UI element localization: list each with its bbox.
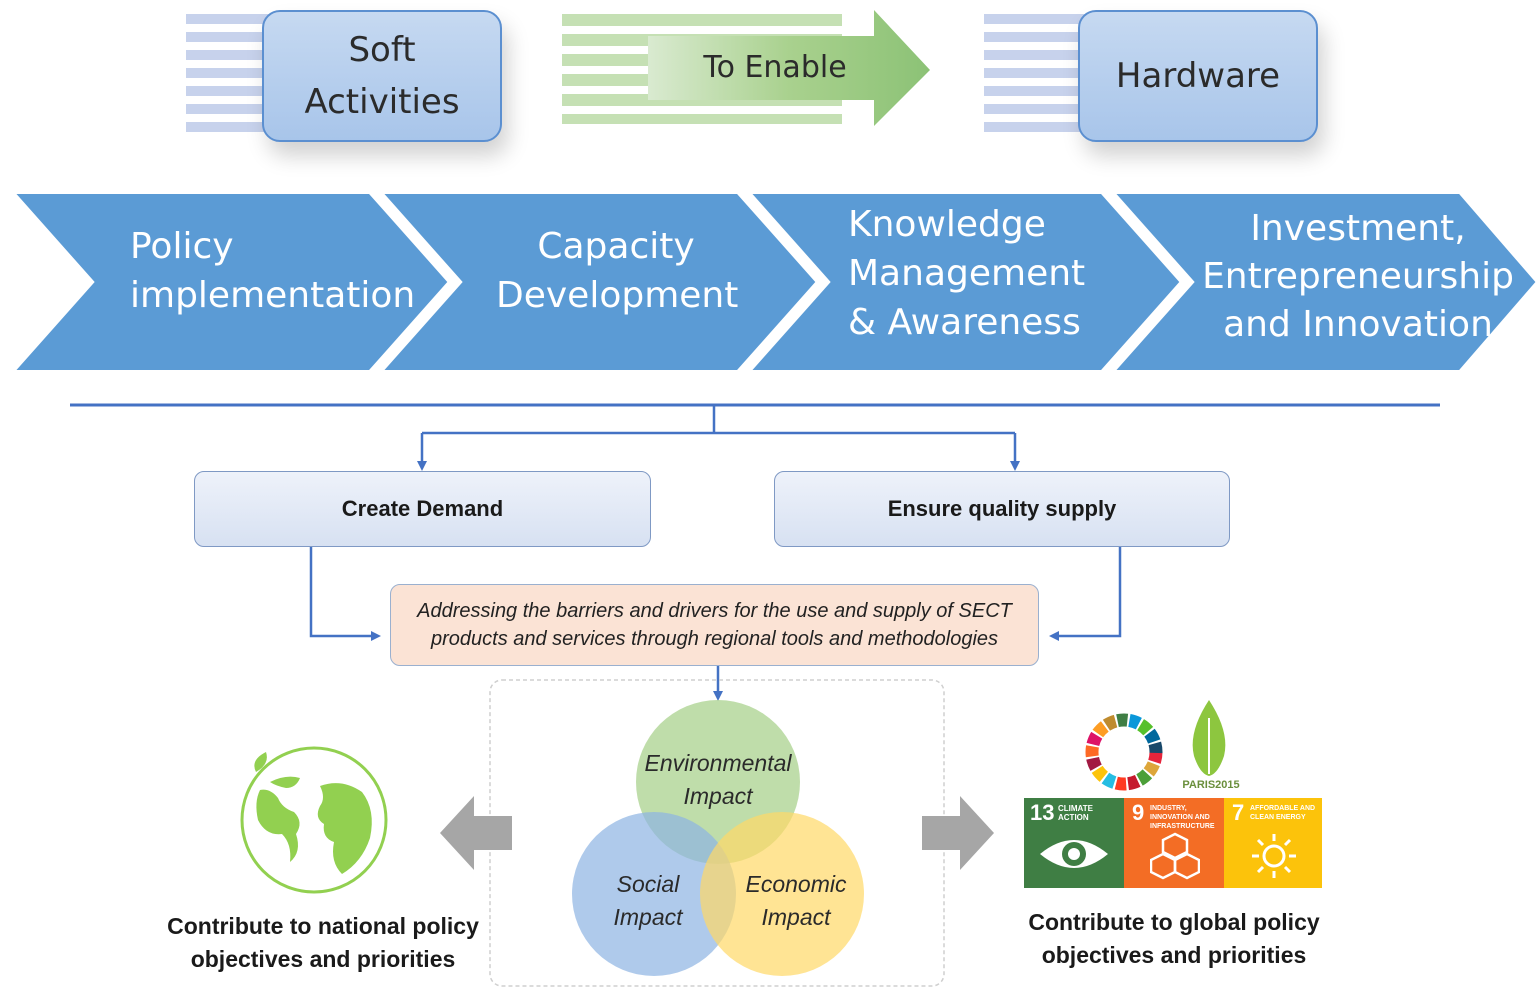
chevron-knowledge-label: Knowledge Management & Awareness <box>848 204 1086 343</box>
national-caption: Contribute to national policy objectives… <box>167 913 479 972</box>
social-circle <box>572 812 736 976</box>
green-globe-icon <box>240 746 388 894</box>
create-demand-box: Create Demand <box>194 471 651 547</box>
sdg13-label: CLIMATE ACTION <box>1058 804 1093 822</box>
paris-leaf-icon <box>1192 700 1226 776</box>
sdg9-label: INDUSTRY, INNOVATION AND INFRASTRUCTURE <box>1150 805 1215 830</box>
economic-circle <box>700 812 864 976</box>
chevron-knowledge <box>743 190 1185 374</box>
ensure-supply-label: Ensure quality supply <box>887 496 1117 521</box>
eye-icon <box>1040 840 1108 868</box>
sdg7-tile: 7 AFFORDABLE AND CLEAN ENERGY <box>1224 798 1322 888</box>
impact-venn <box>572 700 864 976</box>
sdg-wheel-icon <box>1085 713 1163 791</box>
ensure-supply-box: Ensure quality supply <box>774 471 1230 547</box>
grey-right-arrow <box>922 796 994 870</box>
sdg7-number: 7 <box>1232 800 1245 825</box>
soft-activities-stripes <box>186 14 276 138</box>
chevron-capacity <box>375 190 821 374</box>
chevron-policy-label: Policy implementation <box>130 226 416 316</box>
hardware-label: Hardware <box>1115 56 1281 96</box>
environmental-label: Environmental Impact <box>644 750 792 809</box>
paris-label: PARIS2015 <box>1182 779 1240 791</box>
to-enable-label: To Enable <box>703 50 847 85</box>
cubes-icon <box>1150 832 1200 880</box>
addressing-box: Addressing the barriers and drivers for … <box>390 584 1039 666</box>
economic-label: Economic Impact <box>745 871 847 930</box>
sdg9-tile: 9 INDUSTRY, INNOVATION AND INFRASTRUCTUR… <box>1124 798 1224 888</box>
chevron-investment <box>1107 190 1540 374</box>
sdg9-number: 9 <box>1132 800 1145 825</box>
hardware-stripes <box>984 14 1094 138</box>
to-enable-arrow <box>648 10 930 126</box>
soft-activities-label: Soft Activities <box>304 30 460 122</box>
soft-activities-box: Soft Activities <box>262 10 502 142</box>
create-demand-label: Create Demand <box>341 496 504 521</box>
chevron-process <box>7 190 1540 374</box>
hardware-box: Hardware <box>1078 10 1318 142</box>
global-caption: Contribute to global policy objectives a… <box>1028 909 1320 968</box>
grey-left-arrow <box>440 796 512 870</box>
sun-icon <box>1252 834 1296 878</box>
addressing-label: Addressing the barriers and drivers for … <box>417 600 1012 650</box>
sdg7-label: AFFORDABLE AND CLEAN ENERGY <box>1250 805 1316 821</box>
chevron-capacity-label: Capacity Development <box>496 226 739 316</box>
chevron-policy <box>7 190 453 374</box>
social-label: Social Impact <box>613 871 683 930</box>
sdg13-tile: 13 CLIMATE ACTION <box>1024 798 1124 888</box>
chevron-investment-label: Investment, Entrepreneurship and Innovat… <box>1202 208 1514 345</box>
sdg13-number: 13 <box>1030 800 1055 825</box>
